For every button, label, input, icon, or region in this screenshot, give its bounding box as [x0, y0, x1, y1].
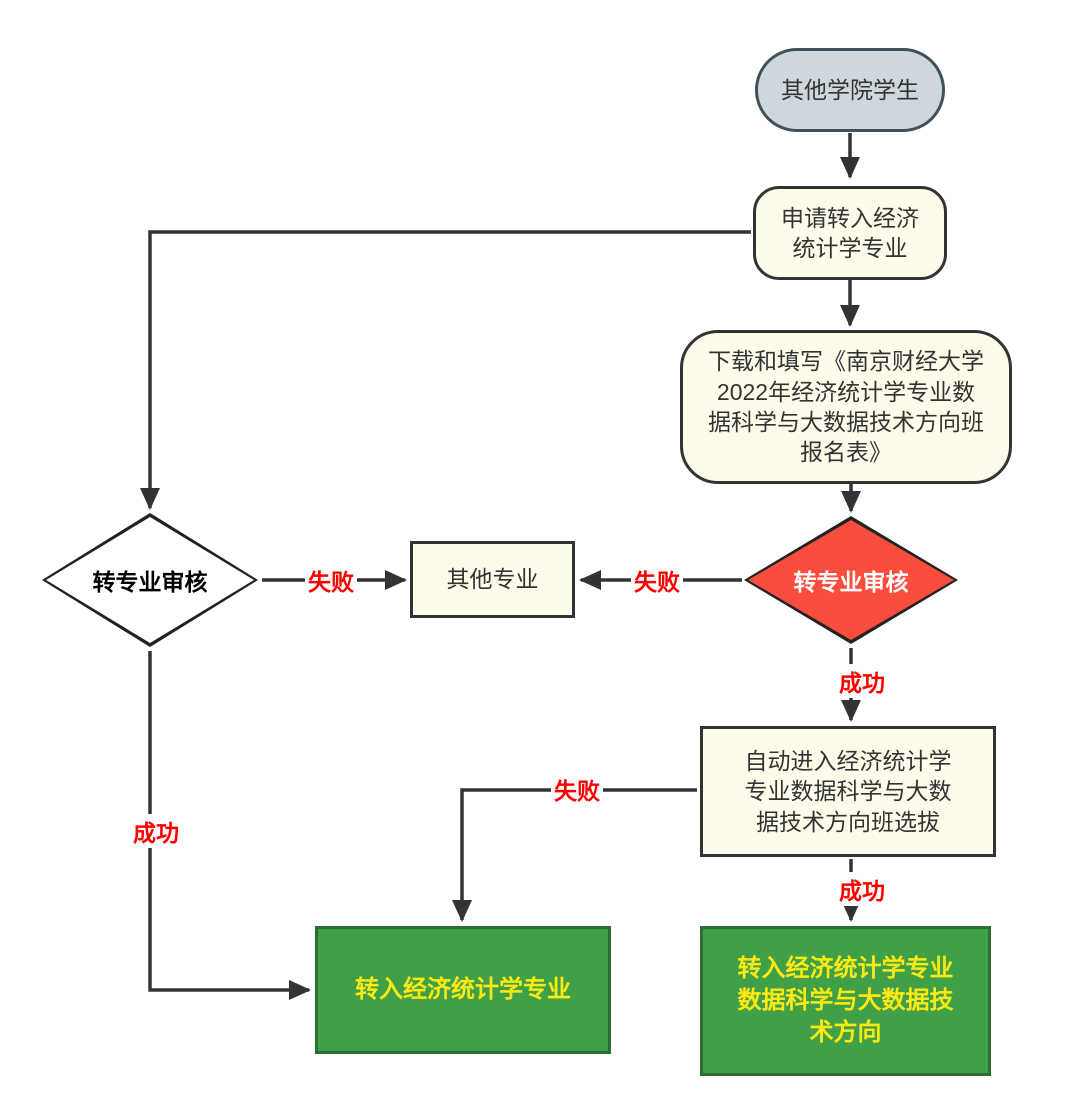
- node-apply-transfer: 申请转入经济 统计学专业: [753, 186, 947, 280]
- node-label: 转专业审核: [793, 569, 909, 595]
- node-review-decision-left: 转专业审核: [42, 513, 258, 647]
- node-transfer-economics-statistics: 转入经济统计学专业: [315, 926, 611, 1054]
- edge-label-fail-left: 失败: [305, 563, 357, 597]
- node-label: 申请转入经济 统计学专业: [781, 204, 919, 261]
- arrow-left-review-to-transfer-major: [148, 651, 311, 1000]
- edge-label-fail-selection: 失败: [551, 772, 603, 806]
- edge-label-success-selection: 成功: [836, 872, 888, 906]
- node-start-other-college-students: 其他学院学生: [755, 48, 945, 132]
- edge-label-success-right: 成功: [836, 664, 888, 698]
- arrow-apply-to-left-review: [140, 230, 751, 510]
- arrow-selection-to-transfer-major: [452, 788, 697, 922]
- node-download-form: 下载和填写《南京财经大学 2022年经济统计学专业数 据科学与大数据技术方向班 …: [680, 330, 1012, 484]
- node-label: 其他学院学生: [781, 76, 919, 103]
- node-label: 转专业审核: [92, 569, 208, 595]
- node-label: 转入经济统计学专业 数据科学与大数据技 术方向: [737, 955, 954, 1046]
- edge-label-fail-right: 失败: [631, 563, 683, 597]
- edge-label-success-left: 成功: [130, 814, 182, 848]
- node-other-major: 其他专业: [410, 541, 575, 618]
- node-label: 下载和填写《南京财经大学 2022年经济统计学专业数 据科学与大数据技术方向班 …: [708, 348, 984, 466]
- node-label: 转入经济统计学专业: [355, 976, 571, 1004]
- node-review-decision-right: 转专业审核: [744, 516, 958, 644]
- node-transfer-bigdata-direction: 转入经济统计学专业 数据科学与大数据技 术方向: [700, 926, 991, 1076]
- node-label: 自动进入经济统计学 专业数据科学与大数 据技术方向班选拔: [744, 747, 952, 835]
- node-selection-bigdata-class: 自动进入经济统计学 专业数据科学与大数 据技术方向班选拔: [700, 726, 996, 857]
- node-label: 其他专业: [446, 566, 539, 593]
